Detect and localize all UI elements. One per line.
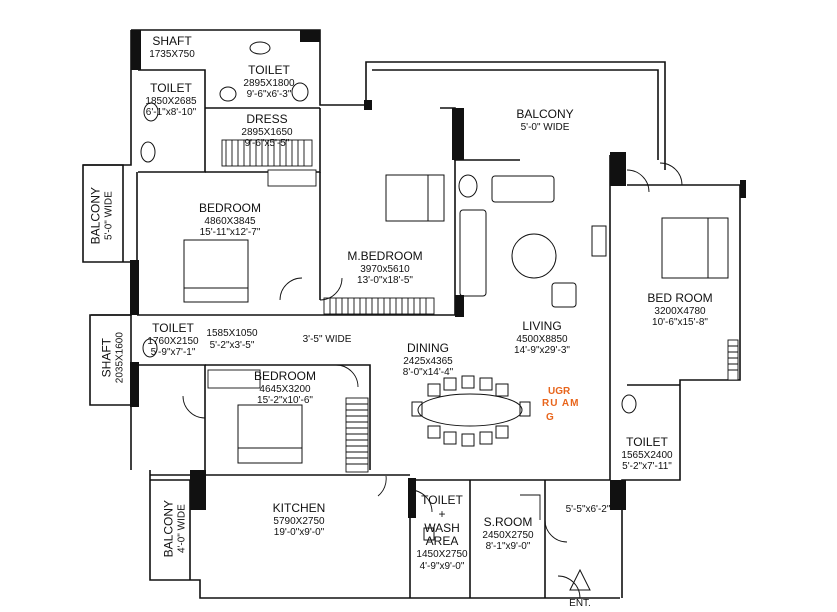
room-dim: 1565X2400 [621,449,673,461]
room-dim: 3200X4780 [654,305,706,317]
living-label: LIVING 4500X8850 14'-9"x29'-3" [492,319,592,357]
room-dim-ft: 5'-9"x7'-1" [150,347,196,359]
shaft-top-label: SHAFT 1735X750 [142,34,202,60]
room-name: DINING [407,341,449,355]
room-dim: 2425x4365 [403,355,453,367]
toilet-left-label: TOILET 1850X2685 6'-1"x8'-10" [138,81,204,119]
sroom-label: S.ROOM 2450X2750 8'-1"x9'-0" [472,515,544,553]
toilet-wash-label: TOILET + WASH AREA 1450X2750 4'-9"x9'-0" [414,493,470,572]
room-dim-ft: 9'-6"x5'-5" [244,138,290,150]
room-dim: 1760X2150 [147,335,199,347]
room-name: SHAFT [152,34,192,48]
room-dim: 4860X3845 [204,215,256,227]
room-name: KITCHEN [272,501,326,515]
room-name: LIVING [522,319,562,333]
dress-label: DRESS 2895X1650 9'-6"x5'-5" [222,112,312,150]
room-name: BALCONY [516,107,574,121]
bedroom1-label: BEDROOM 4860X3845 15'-11"x12'-7" [175,201,285,239]
room-name: WASH [424,520,460,535]
watermark-logo: UGR RU AM G [540,386,600,428]
room-dim-ft: 8'-1"x9'-0" [485,541,531,553]
dining-label: DINING 2425x4365 8'-0"x14'-4" [380,341,476,379]
room-dim-ft: 5'-2"x7'-11" [622,461,672,473]
toilet-mid-label: TOILET 1760X2150 5'-9"x7'-1" [140,321,206,359]
room-dim-ft: 19'-0"x9'-0" [273,527,325,539]
room-dim-ft: 14'-9"x29'-3" [514,345,570,357]
room-dim-ft: 5'-0" WIDE [520,121,570,133]
room-dim: 4645X3200 [259,383,311,395]
room-name: BED ROOM [647,291,713,305]
shaft-mid-label: SHAFT 2035X1600 [99,321,126,395]
room-dim-ft: 6'-1"x8'-10" [145,107,197,119]
room-dim: 2895X1650 [241,126,293,138]
toilet-top-label: TOILET 2895X1800 9'-6"x6'-3" [224,63,314,101]
passage-label: 3'-5" WIDE [290,334,364,346]
bedroom2-label: BEDROOM 4645X3200 15'-2"x10'-6" [230,369,340,407]
room-name: BALCONY [161,499,176,558]
room-name: S.ROOM [483,515,533,529]
room-name: M.BEDROOM [347,249,423,263]
room-name: DRESS [246,112,288,126]
room-dim: 3970x5610 [360,263,410,275]
room-dim-ft: 15'-11"x12'-7" [199,227,261,239]
room-name: BALCONY [88,186,103,245]
room-name: + [438,506,446,521]
watermark-line3: G [546,412,554,423]
room-dim: 2450X2750 [482,529,534,541]
room-dim-ft: 5'-2"x3'-5" [209,339,255,351]
room-dim-ft: 5'-0" WIDE [103,191,115,241]
room-dim-ft: 13'-0"x18'-5" [357,275,413,287]
room-dim-ft: 5'-5"x6'-2" [565,504,611,515]
room-dim: 1735X750 [149,48,195,60]
room-dim-ft: 9'-6"x6'-3" [246,89,292,101]
room-name: TOILET [248,63,290,77]
entry-text: ENT. [569,598,591,609]
room-dim: 1585X1050 [206,328,258,339]
room-name: TOILET [421,493,463,507]
room-name: BEDROOM [198,201,261,215]
room-name: TOILET [150,81,192,95]
room-dim: 1450X2750 [416,549,468,561]
room-name: AREA [425,534,459,549]
watermark-line1: UGR [548,386,571,397]
room-name: TOILET [626,435,668,449]
room-name: TOILET [152,321,194,335]
room-dim-ft: 4'-0" WIDE [176,504,188,554]
kitchen-label: KITCHEN 5790X2750 19'-0"x9'-0" [244,501,354,539]
room-dim-ft: 4'-9"x9'-0" [419,560,465,572]
room-name: SHAFT [99,337,114,378]
entry-label: ENT. [565,598,595,610]
room-dim-ft: 3'-5" WIDE [302,334,352,345]
room-dim-ft: 15'-2"x10'-6" [257,395,313,407]
mbedroom-label: M.BEDROOM 3970x5610 13'-0"x18'-5" [330,249,440,287]
balcony-left-label: BALCONY 5'-0" WIDE [88,176,115,256]
room-dim-ft: 8'-0"x14'-4" [402,367,454,379]
room-name: BEDROOM [253,369,316,383]
balcony-top-label: BALCONY 5'-0" WIDE [500,107,590,133]
store-dim-label: 1585X1050 5'-2"x3'-5" [204,328,260,351]
balcony-kitchen-label: BALCONY 4'-0" WIDE [161,490,188,568]
watermark-line2: RU AM [542,398,580,409]
room-dim: 2895X1800 [243,77,295,89]
lobby-dim-label: 5'-5"x6'-2" [556,504,620,516]
bedroom-right-label: BED ROOM 3200X4780 10'-6"x15'-8" [628,291,732,329]
room-dim-ft: 10'-6"x15'-8" [652,317,708,329]
toilet-right-label: TOILET 1565X2400 5'-2"x7'-11" [614,435,680,473]
room-dim: 4500X8850 [516,333,568,345]
room-dim: 2035X1600 [114,332,126,384]
room-dim: 1850X2685 [145,95,197,107]
room-dim: 5790X2750 [273,515,325,527]
